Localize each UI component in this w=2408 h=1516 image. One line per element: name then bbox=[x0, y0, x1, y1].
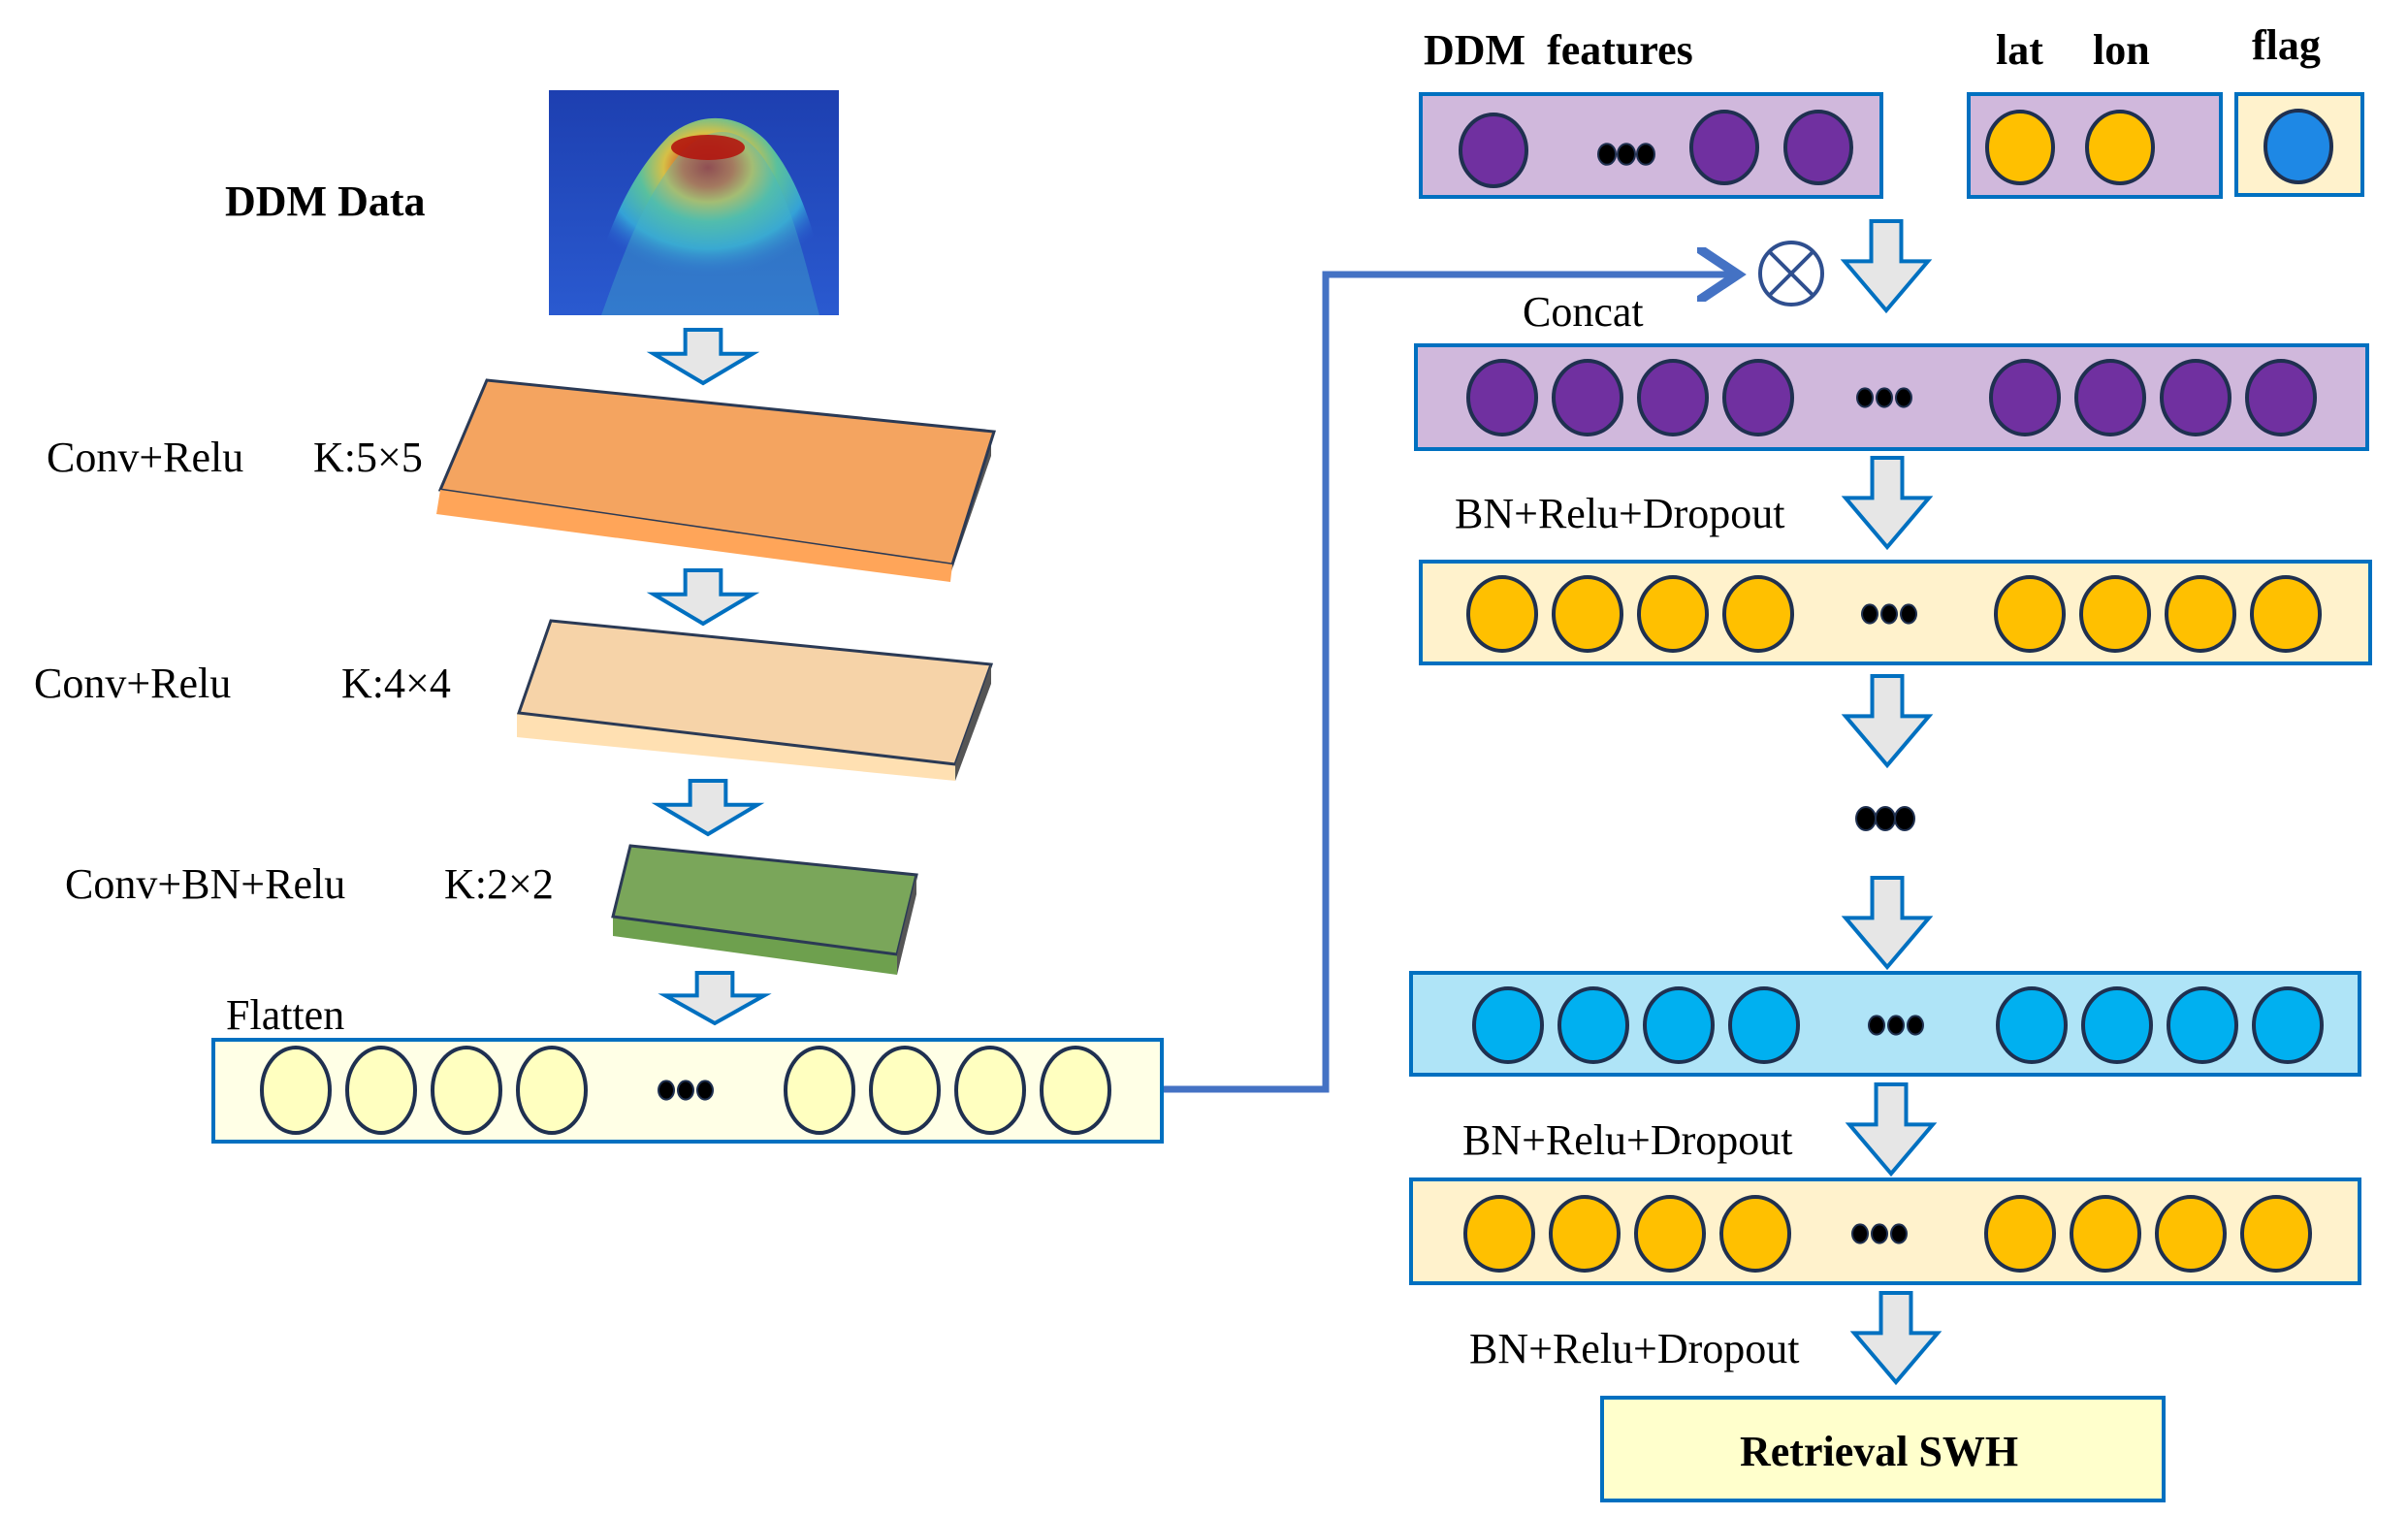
down-arrow-icon bbox=[651, 779, 765, 837]
conv3-kernel: K:2×2 bbox=[444, 860, 554, 908]
dense-layer-1 bbox=[1419, 560, 2372, 665]
flag-input bbox=[2234, 92, 2364, 197]
down-arrow-icon bbox=[646, 568, 760, 627]
lat-lon-input bbox=[1967, 92, 2223, 199]
lon-label: lon bbox=[2093, 26, 2150, 74]
conv-layer-2 bbox=[516, 619, 994, 781]
ddm-image bbox=[549, 90, 839, 315]
dense2-label: BN+Relu+Dropout bbox=[1462, 1116, 1793, 1164]
down-arrow-icon bbox=[1841, 876, 1934, 971]
flatten-label: Flatten bbox=[226, 991, 345, 1039]
flatten-to-concat-connector bbox=[1164, 274, 1731, 1093]
down-arrow-icon bbox=[1840, 219, 1933, 314]
lat-label: lat bbox=[1996, 26, 2043, 74]
down-arrow-icon bbox=[646, 328, 760, 386]
ddm-data-label: DDM Data bbox=[225, 177, 426, 225]
down-arrow-icon bbox=[1845, 1082, 1938, 1177]
dense-layer-2 bbox=[1409, 1177, 2361, 1285]
down-arrow-icon bbox=[1849, 1291, 1942, 1386]
retrieval-swh-output bbox=[1600, 1396, 2166, 1502]
concat-symbol-icon bbox=[1758, 241, 1824, 306]
dense-layer-hidden bbox=[1409, 971, 2361, 1077]
down-arrow-icon bbox=[658, 971, 772, 1026]
concat-layer bbox=[1414, 343, 2369, 451]
flag-label: flag bbox=[2252, 21, 2321, 69]
down-arrow-icon bbox=[1841, 674, 1934, 769]
dense3-label: BN+Relu+Dropout bbox=[1469, 1325, 1800, 1372]
conv1-kernel: K:5×5 bbox=[313, 434, 423, 481]
concat-label: Concat bbox=[1523, 288, 1644, 336]
retrieval-swh-label: Retrieval SWH bbox=[1740, 1428, 2019, 1475]
conv-layer-3 bbox=[611, 844, 918, 975]
ddm-features-label: DDM features bbox=[1424, 26, 1693, 74]
conv2-label: Conv+Relu bbox=[34, 660, 232, 707]
conv-layer-1 bbox=[436, 378, 996, 582]
flatten-layer bbox=[211, 1038, 1164, 1144]
conv2-kernel: K:4×4 bbox=[341, 660, 451, 707]
conv1-label: Conv+Relu bbox=[47, 434, 244, 481]
conv3-label: Conv+BN+Relu bbox=[65, 860, 346, 908]
dense1-label: BN+Relu+Dropout bbox=[1455, 490, 1785, 537]
ddm-features-input bbox=[1419, 92, 1883, 199]
down-arrow-icon bbox=[1841, 456, 1934, 551]
